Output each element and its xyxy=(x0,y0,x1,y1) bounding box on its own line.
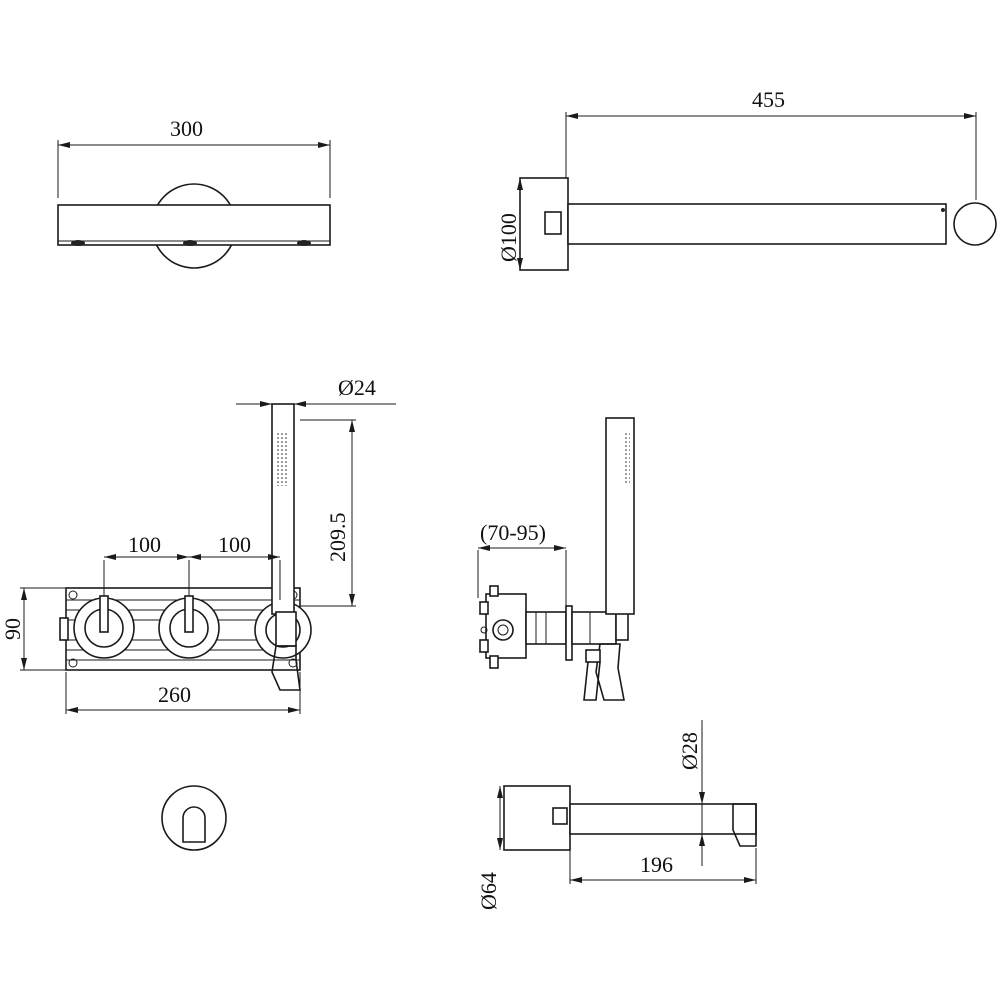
spout-side-view: Ø28 196 Ø64 xyxy=(476,720,757,910)
dim-spout-length: 196 xyxy=(640,852,673,877)
dim-handle-spacing-right: 100 xyxy=(218,532,251,557)
dim-shower-arm-width: 300 xyxy=(170,116,203,141)
mixer-side-view: (70-95) xyxy=(477,417,635,701)
dim-handshower-height: 209.5 xyxy=(325,513,350,563)
dim-plate-height: 90 xyxy=(0,618,25,640)
mixer-front-view: Ø24 209.5 100 100 90 260 xyxy=(0,375,396,714)
spout-front-view xyxy=(161,785,227,851)
dim-handle-spacing-left: 100 xyxy=(128,532,161,557)
dim-shower-flange-dia: Ø100 xyxy=(496,213,521,262)
dim-handshower-dia: Ø24 xyxy=(338,375,376,400)
dim-plate-width: 260 xyxy=(158,682,191,707)
dim-spout-flange-dia: Ø64 xyxy=(476,872,501,910)
shower-arm-top-view: 300 xyxy=(57,116,331,269)
dim-spout-dia: Ø28 xyxy=(677,732,702,770)
shower-arm-side-view: 455 Ø100 xyxy=(496,87,997,271)
dim-wall-depth-range: (70-95) xyxy=(480,520,546,545)
dim-shower-arm-length: 455 xyxy=(752,87,785,112)
